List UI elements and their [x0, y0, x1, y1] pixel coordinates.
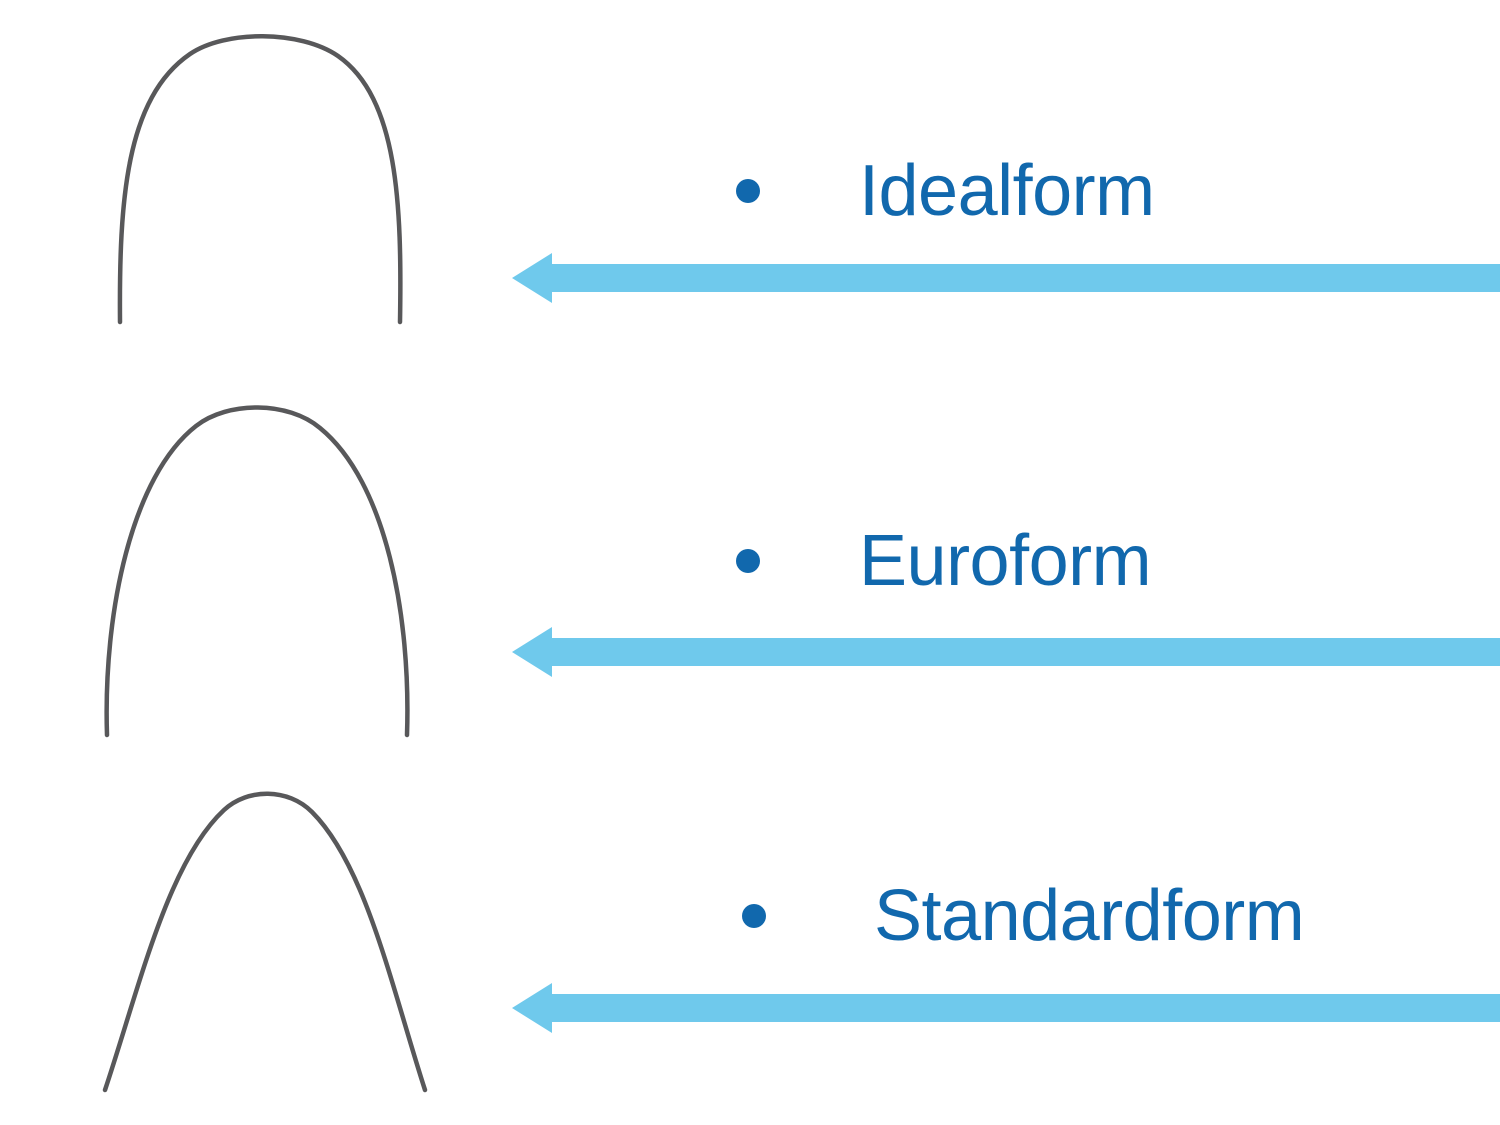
bullet-dot-icon [742, 904, 766, 928]
archwire-diagram-idealform [0, 0, 500, 360]
left-arrow-euroform [505, 624, 1500, 680]
bullet-item-standardform: Standardform [742, 876, 1305, 956]
bullet-dot-icon [736, 549, 760, 573]
arrow-shape [512, 627, 1500, 677]
left-arrow-icon [512, 253, 1500, 303]
bullet-label-euroform: Euroform [859, 521, 1152, 601]
archwire-diagram-euroform [0, 380, 500, 760]
left-arrow-icon [512, 983, 1500, 1033]
bullet-dot-icon [736, 179, 760, 203]
archwire-euroform-svg [104, 405, 410, 738]
archwire-standardform-svg [102, 791, 428, 1093]
bullet-item-idealform: Idealform [736, 155, 1155, 227]
left-arrow-standardform [505, 980, 1500, 1036]
left-arrow-idealform [505, 250, 1500, 306]
archwire-path-standardform [102, 791, 428, 1093]
archwire-path-idealform [117, 34, 403, 325]
archwire-diagram-standardform [0, 770, 500, 1125]
bullet-label-standardform: Standardform [874, 876, 1305, 956]
bullet-label-idealform: Idealform [859, 151, 1155, 231]
arrow-shape [512, 253, 1500, 303]
bullet-item-euroform: Euroform [736, 521, 1152, 601]
archwire-idealform-svg [117, 34, 403, 325]
left-arrow-icon [512, 627, 1500, 677]
arrow-shape [512, 983, 1500, 1033]
archwire-path-euroform [104, 405, 410, 738]
